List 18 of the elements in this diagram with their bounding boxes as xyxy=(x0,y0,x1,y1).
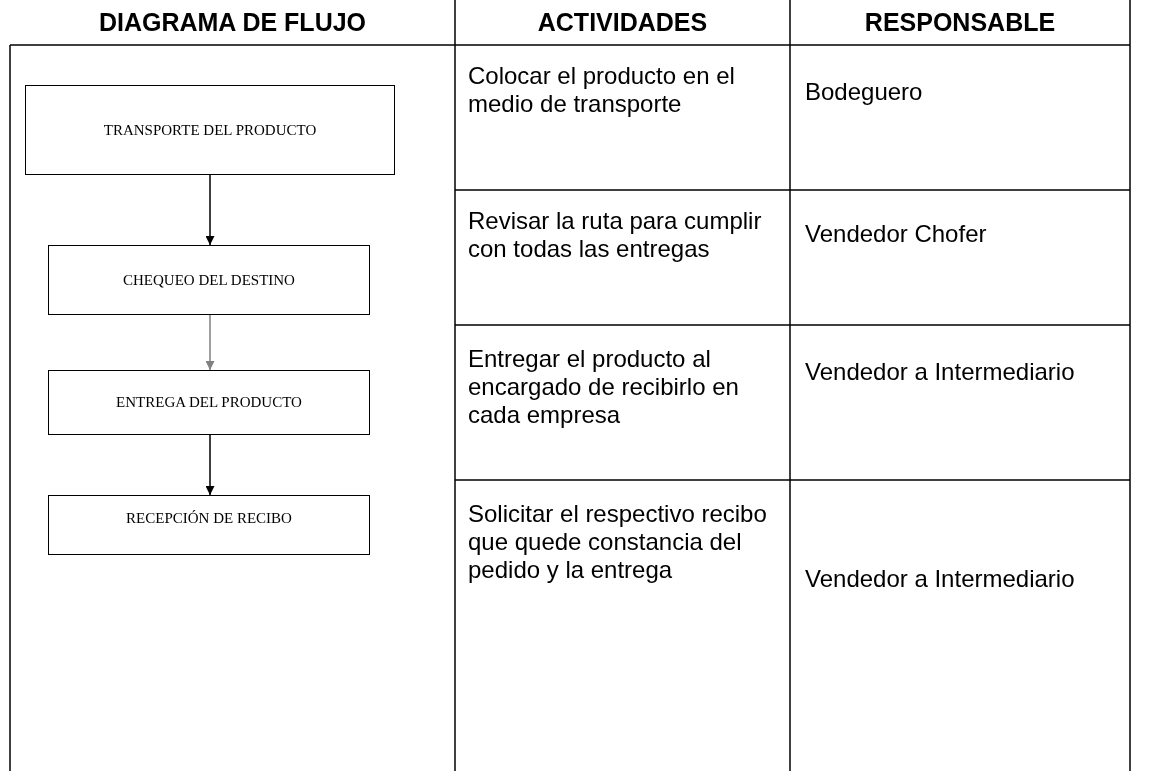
column-header: DIAGRAMA DE FLUJO xyxy=(97,8,368,36)
arrow xyxy=(205,434,215,496)
role-text: Bodeguero xyxy=(805,78,924,106)
process-box: ENTREGA DEL PRODUCTO xyxy=(48,370,370,435)
activity-text: Colocar el producto en el medio de transporte xyxy=(468,62,736,118)
arrow xyxy=(205,314,215,371)
process-box: RECEPCIÓN DE RECIBO xyxy=(48,495,370,555)
activity-text: Entregar el producto al encargado de recibirlo en cada empresa xyxy=(468,345,740,429)
activity-text: Solicitar el respectivo recibo que quede constancia del pedido y la entrega xyxy=(468,500,768,584)
activity-text: Revisar la ruta para cumplir con todas las entregas xyxy=(468,207,763,263)
process-box: TRANSPORTE DEL PRODUCTO xyxy=(25,85,395,175)
arrow xyxy=(205,174,215,246)
role-text: Vendedor a Intermediario xyxy=(805,565,1076,593)
role-text: Vendedor a Intermediario xyxy=(805,358,1076,386)
process-box: CHEQUEO DEL DESTINO xyxy=(48,245,370,315)
column-header: RESPONSABLE xyxy=(863,8,1057,36)
role-text: Vendedor Chofer xyxy=(805,220,988,248)
column-header: ACTIVIDADES xyxy=(536,8,709,36)
